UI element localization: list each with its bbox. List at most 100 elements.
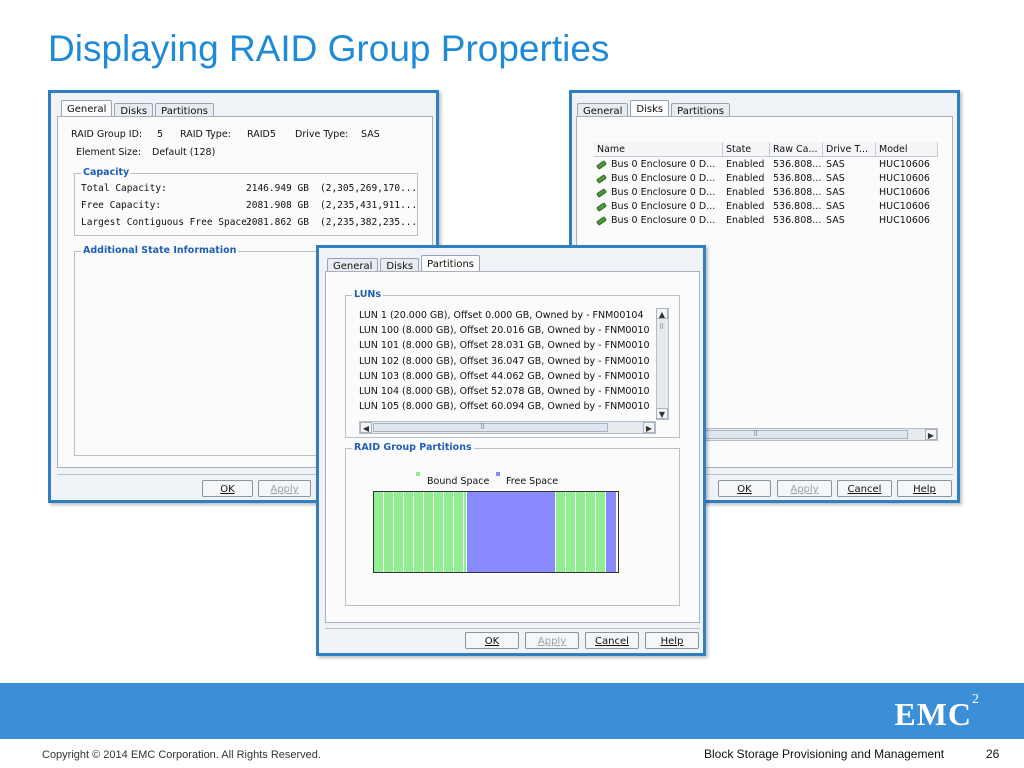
table-cell[interactable]: 536.808...	[773, 159, 822, 170]
tab-partitions[interactable]: Partitions	[671, 103, 731, 120]
bound-segment[interactable]	[556, 492, 606, 572]
table-cell[interactable]: SAS	[826, 215, 845, 226]
drive-type-value: SAS	[361, 129, 380, 140]
capacity-group: Capacity Total Capacity: 2146.949 GB (2,…	[74, 167, 418, 236]
lun-list-item[interactable]: LUN 100 (8.000 GB), Offset 20.016 GB, Ow…	[359, 325, 650, 337]
free-capacity-label: Free Capacity:	[81, 200, 162, 211]
luns-title: LUNs	[352, 289, 384, 300]
tab-general[interactable]: General	[577, 103, 629, 120]
slide-title: Displaying RAID Group Properties	[48, 28, 610, 69]
table-cell[interactable]: SAS	[826, 201, 845, 212]
cancel-label: Cancel	[847, 484, 882, 495]
element-size-label: Element Size:	[76, 147, 142, 158]
col-name[interactable]: Name	[594, 142, 723, 157]
tab-disks[interactable]: Disks	[114, 103, 154, 120]
luns-vscroll[interactable]: ▲ ⠿ ▼	[656, 308, 669, 420]
table-cell[interactable]: HUC10606	[879, 187, 930, 198]
partitions-dialog: General Disks Partitions LUNs LUN 1 (20.…	[316, 245, 706, 656]
free-segment[interactable]	[606, 492, 616, 572]
partition-bar	[373, 491, 619, 573]
arrow-up-icon[interactable]: ▲	[656, 308, 668, 319]
ok-button[interactable]: OK	[465, 632, 519, 649]
ok-label: OK	[484, 636, 500, 647]
help-button[interactable]: Help	[897, 480, 952, 497]
additional-state-title: Additional State Information	[81, 245, 239, 256]
table-cell[interactable]: Enabled	[726, 215, 765, 226]
table-cell[interactable]: Enabled	[726, 159, 765, 170]
lun-list-item[interactable]: LUN 101 (8.000 GB), Offset 28.031 GB, Ow…	[359, 340, 650, 352]
arrow-right-icon[interactable]: ▶	[925, 429, 937, 440]
col-raw-capacity[interactable]: Raw Ca...	[770, 142, 823, 157]
disks-table: Name State Raw Ca... Drive T... Model Bu…	[594, 142, 938, 432]
disk-name-cell[interactable]: Bus 0 Enclosure 0 D...	[611, 201, 716, 212]
total-capacity-blocks: (2,305,269,170...	[320, 183, 418, 194]
partitions-panel: LUNs LUN 1 (20.000 GB), Offset 0.000 GB,…	[325, 271, 700, 623]
cancel-button[interactable]: Cancel	[585, 632, 639, 649]
arrow-down-icon[interactable]: ▼	[656, 408, 668, 419]
legend-free-label: Free Space	[506, 476, 559, 487]
arrow-left-icon[interactable]: ◀	[360, 422, 372, 433]
total-capacity-label: Total Capacity:	[81, 183, 167, 194]
apply-button[interactable]: Apply	[258, 480, 311, 497]
disk-name-cell[interactable]: Bus 0 Enclosure 0 D...	[611, 159, 716, 170]
logo-super: 2	[972, 692, 980, 707]
table-cell[interactable]: SAS	[826, 187, 845, 198]
legend-free-swatch	[496, 472, 500, 476]
lun-list-item[interactable]: LUN 103 (8.000 GB), Offset 44.062 GB, Ow…	[359, 370, 650, 382]
table-cell[interactable]: 536.808...	[773, 173, 822, 184]
emc-logo: EMC2	[894, 692, 980, 733]
raid-type-label: RAID Type:	[180, 129, 231, 140]
help-button[interactable]: Help	[645, 632, 699, 649]
scroll-thumb[interactable]	[373, 423, 608, 432]
tab-general[interactable]: General	[327, 258, 379, 275]
disk-name-cell[interactable]: Bus 0 Enclosure 0 D...	[611, 173, 716, 184]
disk-drive-icon	[596, 174, 607, 184]
col-drive-type[interactable]: Drive T...	[823, 142, 876, 157]
table-cell[interactable]: SAS	[826, 173, 845, 184]
col-state[interactable]: State	[723, 142, 770, 157]
capacity-title: Capacity	[81, 167, 132, 178]
arrow-right-icon[interactable]: ▶	[643, 422, 655, 433]
free-segment[interactable]	[466, 492, 556, 572]
apply-button[interactable]: Apply	[525, 632, 579, 649]
disk-name-cell[interactable]: Bus 0 Enclosure 0 D...	[611, 215, 716, 226]
col-model[interactable]: Model	[876, 142, 938, 157]
ok-button[interactable]: OK	[202, 480, 253, 497]
disk-name-cell[interactable]: Bus 0 Enclosure 0 D...	[611, 187, 716, 198]
drive-type-label: Drive Type:	[295, 129, 349, 140]
table-cell[interactable]: 536.808...	[773, 201, 822, 212]
help-label: Help	[913, 484, 936, 495]
apply-label: Apply	[790, 484, 819, 495]
luns-hscroll[interactable]: ◀ ⠿ ▶	[359, 421, 656, 434]
lun-list[interactable]: LUN 1 (20.000 GB), Offset 0.000 GB, Owne…	[359, 308, 659, 419]
lun-list-item[interactable]: LUN 105 (8.000 GB), Offset 60.094 GB, Ow…	[359, 401, 650, 413]
ok-button[interactable]: OK	[718, 480, 771, 497]
divider	[57, 474, 433, 475]
table-cell[interactable]: HUC10606	[879, 159, 930, 170]
table-cell[interactable]: Enabled	[726, 201, 765, 212]
scroll-grip: ⠿	[480, 423, 486, 431]
tab-disks[interactable]: Disks	[380, 258, 420, 275]
apply-button[interactable]: Apply	[777, 480, 832, 497]
lun-list-item[interactable]: LUN 102 (8.000 GB), Offset 36.047 GB, Ow…	[359, 355, 650, 367]
free-capacity-blocks: (2,235,431,911...	[320, 200, 418, 211]
footer-section: Block Storage Provisioning and Managemen…	[704, 747, 945, 761]
table-cell[interactable]: 536.808...	[773, 187, 822, 198]
table-cell[interactable]: Enabled	[726, 173, 765, 184]
apply-label: Apply	[270, 484, 299, 495]
table-cell[interactable]: HUC10606	[879, 215, 930, 226]
legend-bound-swatch	[416, 472, 420, 476]
table-cell[interactable]: HUC10606	[879, 201, 930, 212]
lun-list-item[interactable]: LUN 1 (20.000 GB), Offset 0.000 GB, Owne…	[359, 310, 644, 321]
table-cell[interactable]: 536.808...	[773, 215, 822, 226]
table-cell[interactable]: HUC10606	[879, 173, 930, 184]
divider	[576, 474, 953, 475]
table-cell[interactable]: Enabled	[726, 187, 765, 198]
bound-segment[interactable]	[374, 492, 466, 572]
cancel-button[interactable]: Cancel	[837, 480, 892, 497]
table-cell[interactable]: SAS	[826, 159, 845, 170]
lun-list-item[interactable]: LUN 104 (8.000 GB), Offset 52.078 GB, Ow…	[359, 386, 650, 397]
ok-label: OK	[220, 484, 235, 495]
apply-label: Apply	[537, 636, 567, 647]
tab-partitions[interactable]: Partitions	[155, 103, 215, 120]
